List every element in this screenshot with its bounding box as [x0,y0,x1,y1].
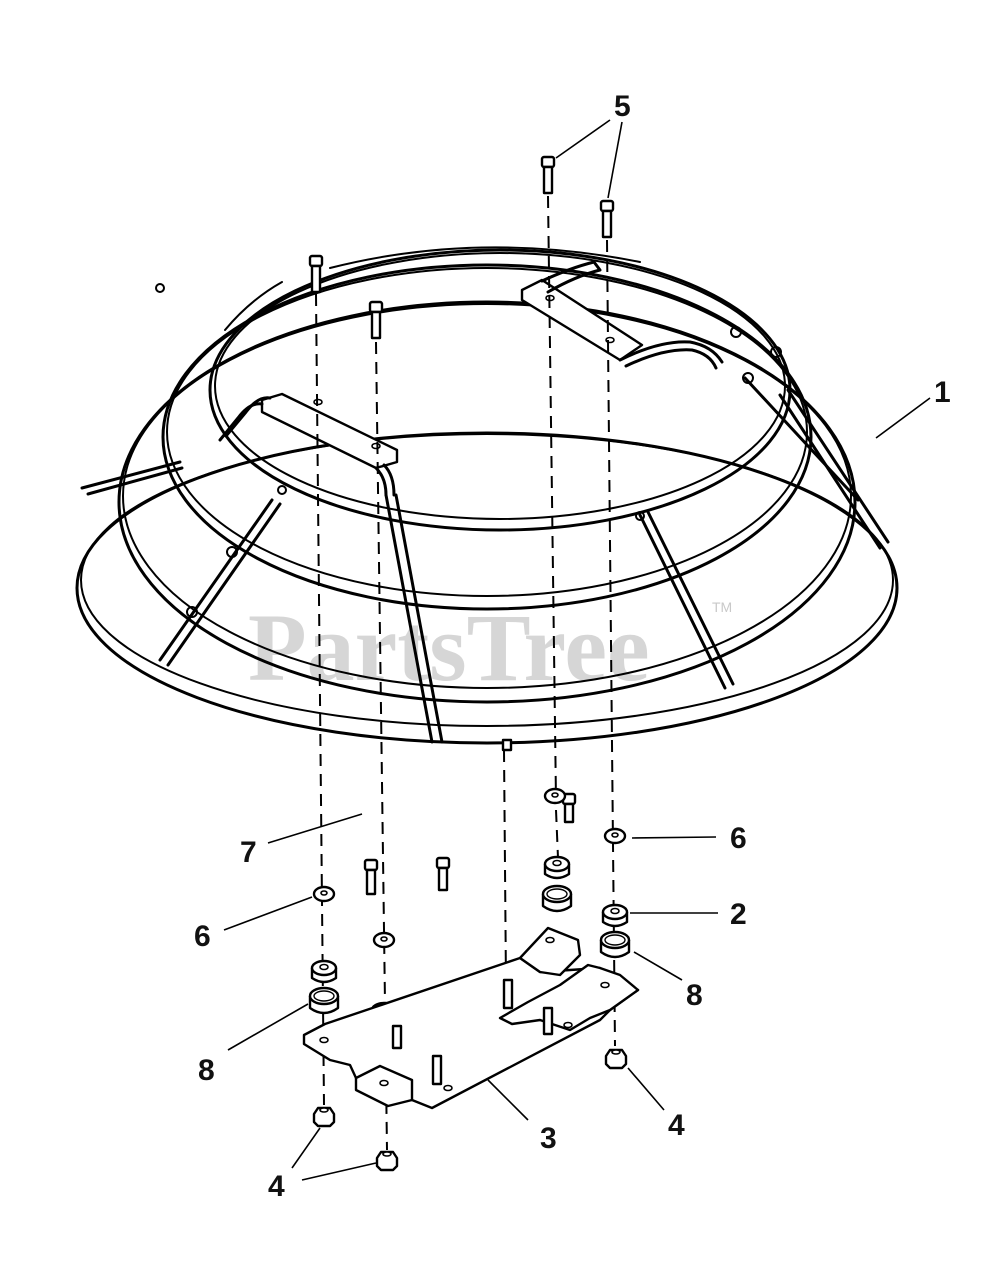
canopy-frame-part-1 [75,246,899,752]
screw-left-front [368,300,384,340]
callout-8-right: 8 [686,979,703,1012]
nut-part-4-right [604,1048,628,1070]
nut-part-4-left [312,1106,336,1128]
screw-part-5-right [599,199,615,239]
bushing-part-8-right [599,930,631,959]
spacer-left [310,959,338,984]
bushing-part-8-left [308,986,340,1015]
spacer-center [543,855,571,880]
callout-3: 3 [540,1122,557,1155]
spacer-part-2-right [601,903,629,928]
screw-center [435,856,451,892]
washer-part-6-left [312,885,336,903]
callout-labels: 5 1 7 6 6 2 8 8 4 3 4 [194,90,951,1203]
callout-5: 5 [614,90,631,123]
watermark: PartsTree TM [248,594,732,701]
callout-2: 2 [730,898,747,931]
washer-upper-center [543,787,567,805]
callout-8-left: 8 [198,1054,215,1087]
screw-left-rear [308,254,324,294]
washer-left-inner [372,931,396,949]
nut-part-4-bottom [375,1150,399,1172]
washer-part-6-right [603,827,627,845]
screw-part-5-left [540,155,556,195]
callout-1: 1 [934,376,951,409]
callout-4-right: 4 [668,1109,685,1142]
callout-4-left: 4 [268,1170,285,1203]
watermark-text: PartsTree [248,594,650,701]
callout-6-right: 6 [730,822,747,855]
callout-6-left: 6 [194,920,211,953]
bushing-center [541,884,573,913]
callout-7: 7 [240,836,257,869]
mounting-plate-part-3 [302,926,640,1110]
leader-lines [223,119,931,1181]
watermark-trademark: TM [712,599,732,615]
screw-part-7 [363,858,379,896]
